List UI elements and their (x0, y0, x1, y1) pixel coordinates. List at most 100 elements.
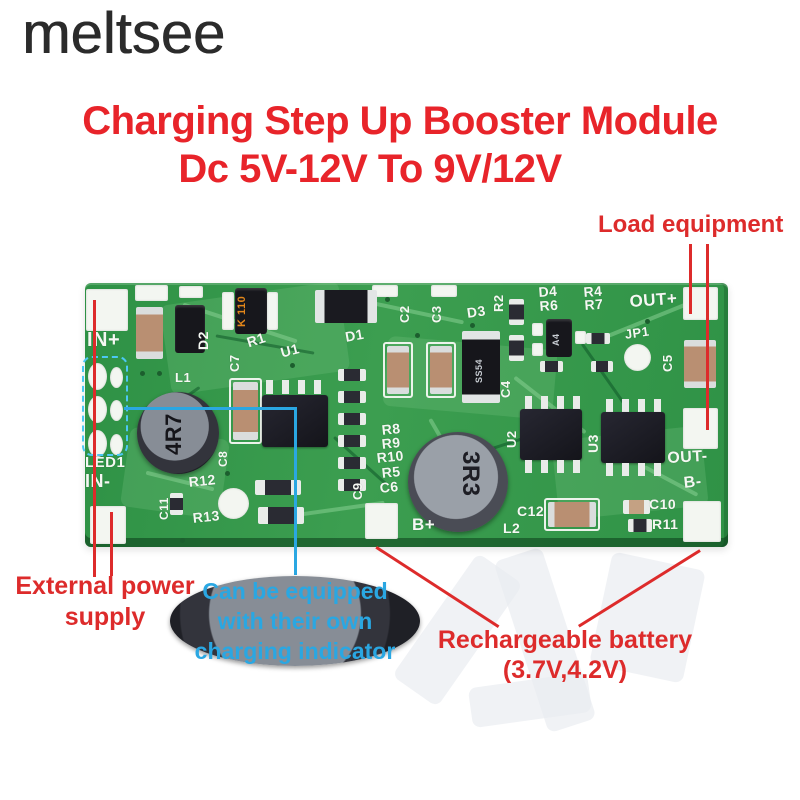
silkscreen-label-out-minus: OUT- (666, 447, 709, 467)
silkscreen-label-d2: D2 (195, 331, 211, 350)
pcb-pad (135, 285, 168, 301)
pcb-via (225, 471, 230, 476)
silkscreen-label-l2: L2 (503, 520, 521, 536)
pcb-resv (509, 335, 524, 361)
silkscreen-label-r5: R5 (380, 463, 402, 481)
product-title-line2: Dc 5V-12V To 9V/12V (178, 147, 562, 191)
pcb-resh (586, 333, 610, 344)
annotation-load-equipment: Load equipment (598, 211, 784, 238)
pcb-pins (606, 399, 666, 412)
pcb-bracket (383, 342, 413, 398)
silkscreen-label-d4-marking: A4 (551, 333, 561, 346)
callout-line-blue (294, 407, 297, 575)
pcb-circ (218, 488, 249, 519)
callout-line-red (706, 244, 709, 430)
silkscreen-label-c5: C5 (660, 354, 675, 372)
annotation-text-line: (3.7V,4.2V) (502, 656, 628, 684)
pcb-pad (222, 292, 234, 330)
pcb-diov (462, 331, 500, 403)
pcb-rest (623, 500, 650, 514)
annotation-text-line: supply (64, 603, 146, 631)
pcb-pins (266, 380, 326, 394)
callout-line-red (110, 512, 113, 576)
pcb-resv (170, 493, 183, 515)
annotation-text-line: Can be equipped (202, 578, 388, 604)
pcb-resh (255, 480, 301, 495)
silkscreen-label-d1: D1 (343, 325, 366, 345)
silkscreen-label-r7: R7 (583, 295, 604, 313)
brand-logo: meltsee (22, 1, 226, 66)
pcb-pins (525, 460, 583, 473)
silkscreen-label-d3-marking: SS54 (474, 358, 484, 383)
silkscreen-label-r10: R10 (375, 447, 405, 466)
pcb-pad (532, 343, 543, 356)
pcb-via (385, 297, 390, 302)
pcb-bracket (544, 498, 600, 531)
pcb-sot (175, 305, 205, 353)
annotation-rechargeable-battery: Rechargeable battery (3.7V,4.2V) (420, 625, 710, 685)
pcb-via (290, 363, 295, 368)
silkscreen-label-b-minus: B- (682, 473, 703, 492)
pcb-resh (258, 507, 304, 524)
silkscreen-label-r11: R11 (652, 516, 679, 532)
silkscreen-label-r6: R6 (538, 296, 559, 314)
pcb-via (645, 319, 650, 324)
pcb-soic (520, 409, 582, 460)
pcb-capv (684, 340, 716, 388)
silkscreen-label-led1: LED1 (85, 454, 126, 471)
pcb-pad (683, 501, 721, 542)
pcb-capv (387, 346, 409, 394)
silkscreen-label-in-minus: IN- (85, 471, 111, 491)
silkscreen-label-l2-value: 3R3 (457, 451, 484, 497)
pcb-via (157, 371, 162, 376)
silkscreen-label-u2: U2 (504, 430, 519, 448)
pcb-pad (431, 285, 457, 297)
product-title-line1: Charging Step Up Booster Module (82, 99, 718, 143)
pcb-capv (430, 346, 452, 394)
pcb-pad (532, 323, 543, 336)
silkscreen-label-r13: R13 (191, 507, 221, 526)
pcb-resh (591, 361, 613, 372)
pcb-bracket (229, 378, 262, 444)
pcb-pad (179, 286, 203, 298)
annotation-text-line: External power (15, 572, 195, 600)
silkscreen-label-c10: C10 (649, 496, 677, 512)
pcb-caph (548, 502, 596, 527)
pcb-sot (546, 319, 572, 357)
pcb-via (140, 371, 145, 376)
pcb-pad (365, 503, 398, 539)
pcb-via (180, 538, 185, 543)
callout-line-red (689, 244, 692, 314)
pcb-oval (88, 363, 107, 390)
pcb-pins (606, 463, 666, 476)
pcb-circ (624, 344, 651, 371)
pcb-resh (338, 479, 366, 491)
pcb-oval (88, 430, 107, 457)
silkscreen-label-c9: C9 (350, 482, 365, 500)
pcb-resh (338, 457, 366, 469)
annotation-external-power: External power supply (5, 571, 205, 633)
silkscreen-label-in-plus: IN+ (87, 329, 121, 351)
silkscreen-label-d3: D3 (465, 302, 487, 321)
silkscreen-label-fuse-value: K 110 (236, 295, 248, 327)
callout-line-red (93, 300, 96, 577)
silkscreen-label-c4: C4 (498, 380, 513, 398)
annotation-text-line: charging indicator (194, 638, 396, 664)
silkscreen-label-c3: C3 (429, 305, 444, 323)
pcb-resh (338, 413, 366, 425)
pcb-ind2 (408, 432, 508, 532)
led-highlight-box (82, 356, 128, 456)
silkscreen-label-c2: C2 (397, 305, 412, 323)
pcb-resh (540, 361, 563, 372)
annotation-text-line: Rechargeable battery (437, 626, 693, 654)
silkscreen-label-c7: C7 (227, 354, 242, 372)
silkscreen-label-c12: C12 (517, 503, 545, 519)
pcb-via (470, 323, 475, 328)
pcb-soic (601, 412, 665, 463)
silkscreen-label-c6: C6 (378, 478, 400, 496)
pcb-sot (235, 288, 267, 334)
pcb-oval (110, 400, 123, 421)
pcb-resv (509, 299, 524, 325)
silkscreen-label-out-plus: OUT+ (628, 288, 678, 311)
